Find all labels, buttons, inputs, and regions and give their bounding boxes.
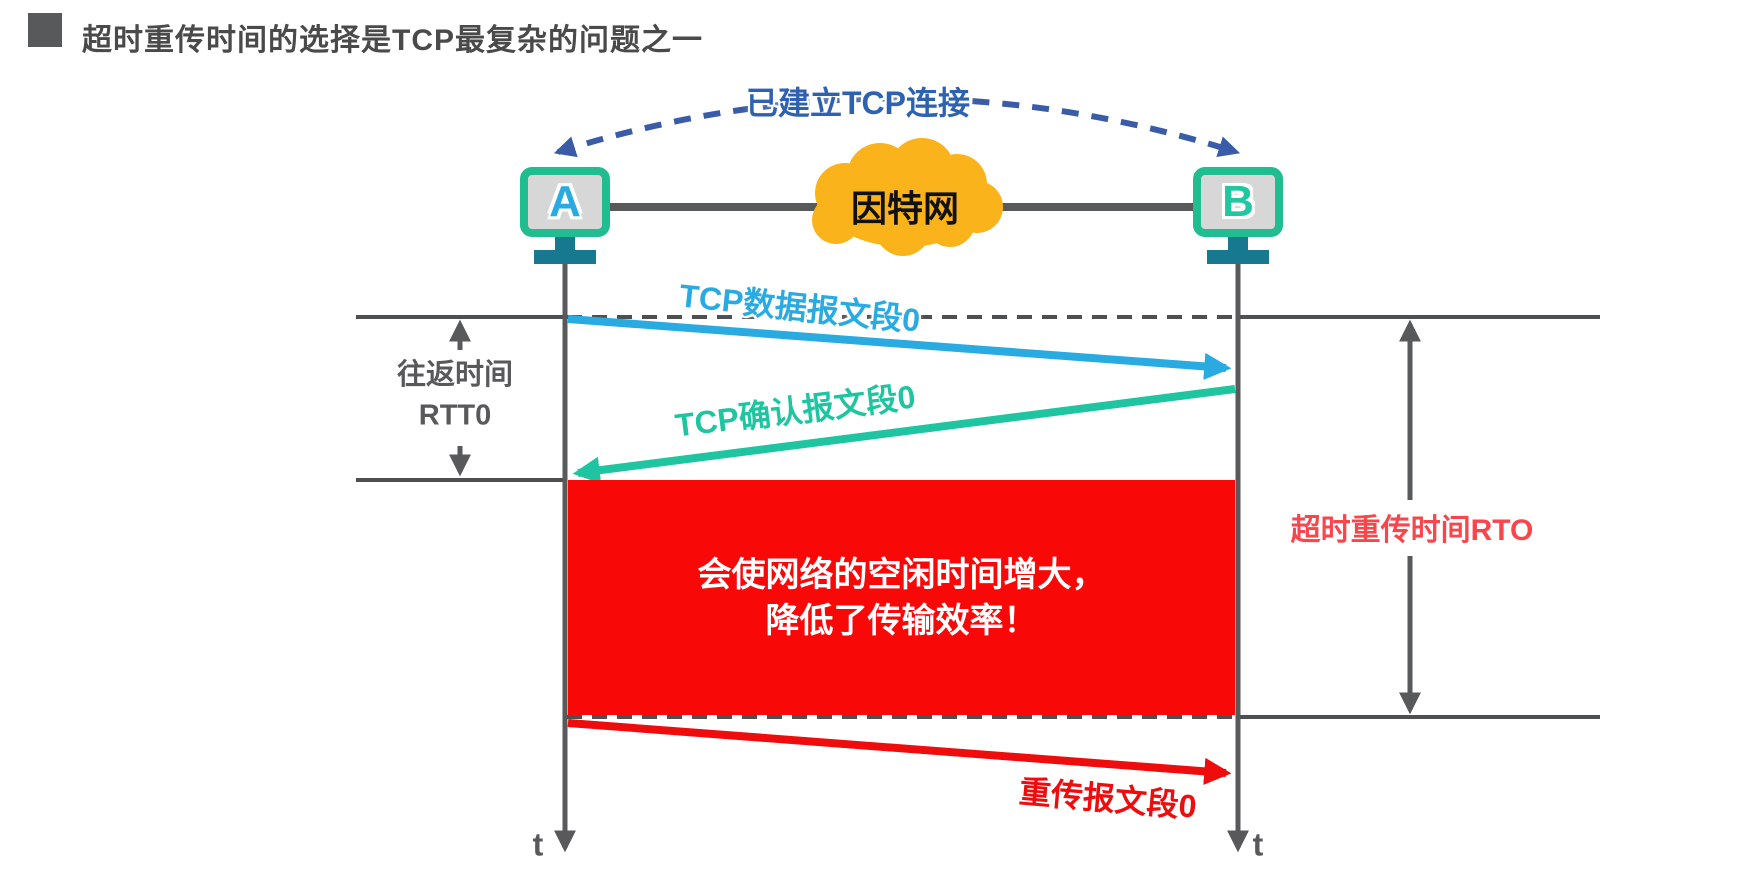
retrans-segment-arrow: [567, 719, 1232, 785]
host-a-monitor: A: [520, 167, 610, 237]
warning-text-line2: 降低了传输效率！: [765, 601, 1038, 640]
internet-cloud: [812, 138, 1003, 256]
rto-label: 超时重传时间RTO: [1290, 514, 1534, 547]
tcp-connection-arc: [553, 95, 1241, 158]
tcp-connection-label: 已建立TCP连接: [745, 85, 971, 121]
ack-segment-arrow: [572, 385, 1236, 484]
rtt-label-line2: RTT0: [418, 399, 492, 432]
host-b-label: B: [1222, 177, 1254, 226]
host-b-stand-base: [1207, 250, 1269, 264]
time-axis-label-b: t: [1252, 826, 1264, 863]
host-a-stand-neck: [555, 237, 575, 253]
title-bullet: [28, 13, 62, 47]
idle-time-warning-box: 会使网络的空闲时间增大， 降低了传输效率！: [568, 480, 1235, 715]
host-b-stand-neck: [1228, 237, 1248, 253]
time-axis-label-a: t: [532, 826, 544, 863]
host-b-monitor: B: [1193, 167, 1283, 237]
host-a-stand-base: [534, 250, 596, 264]
data-segment-arrow: [567, 315, 1232, 380]
internet-label: 因特网: [850, 188, 960, 229]
warning-text-line1: 会使网络的空闲时间增大，: [697, 555, 1106, 594]
host-a-label: A: [549, 177, 581, 226]
rtt-label-line1: 往返时间: [396, 359, 514, 391]
page-title: 超时重传时间的选择是TCP最复杂的问题之一: [82, 24, 703, 57]
